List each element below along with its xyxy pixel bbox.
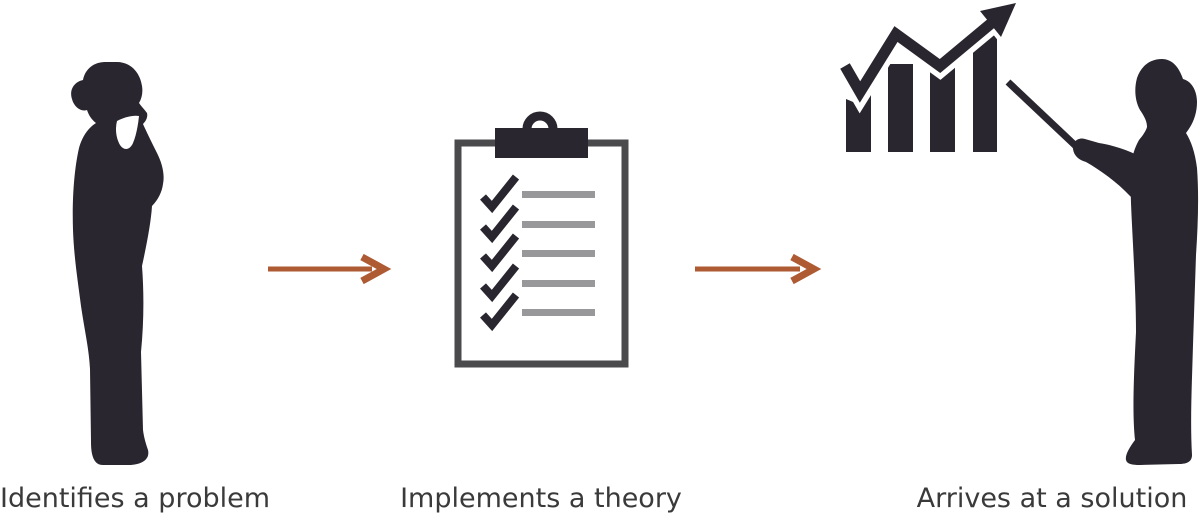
step-label-implements-theory: Implements a theory [400, 483, 682, 514]
presenter-bar-chart-icon [835, 0, 1199, 465]
checklist-line [522, 191, 595, 198]
step-label-arrives-solution: Arrives at a solution [916, 483, 1188, 514]
pointer-stick [1005, 79, 1083, 153]
checklist-line [522, 309, 595, 316]
presenter-person-body [1125, 59, 1199, 465]
arrow-head [790, 253, 822, 285]
bar-chart-icon [835, 0, 1021, 152]
clipboard-checklist-icon [454, 111, 629, 368]
clipboard-clip [495, 128, 588, 158]
checkmark-icon [480, 204, 520, 244]
checkmark-icon [480, 233, 520, 273]
checklist-line [522, 280, 595, 287]
flow-arrow-1 [268, 253, 392, 285]
checkmark-icon [480, 292, 520, 332]
presenter-person-arm [1072, 138, 1141, 199]
checkmark-icon [480, 174, 520, 214]
chart-bar [973, 34, 997, 152]
checkmark-icon [480, 263, 520, 303]
arrow-head [360, 253, 392, 285]
thinking-person-icon [71, 62, 164, 465]
step-label-identifies-problem: Identifies a problem [0, 483, 271, 514]
flow-arrow-2 [695, 253, 822, 285]
checklist-lines [522, 191, 595, 316]
checklist-checkmarks [480, 174, 520, 332]
chart-bar [888, 64, 913, 152]
trend-line [840, 11, 1004, 103]
checklist-line [522, 221, 595, 228]
checklist-line [522, 250, 595, 257]
trend-arrowhead [980, 3, 1016, 37]
thinking-person-arm-gap [116, 115, 139, 149]
thinking-person-body [71, 62, 164, 465]
